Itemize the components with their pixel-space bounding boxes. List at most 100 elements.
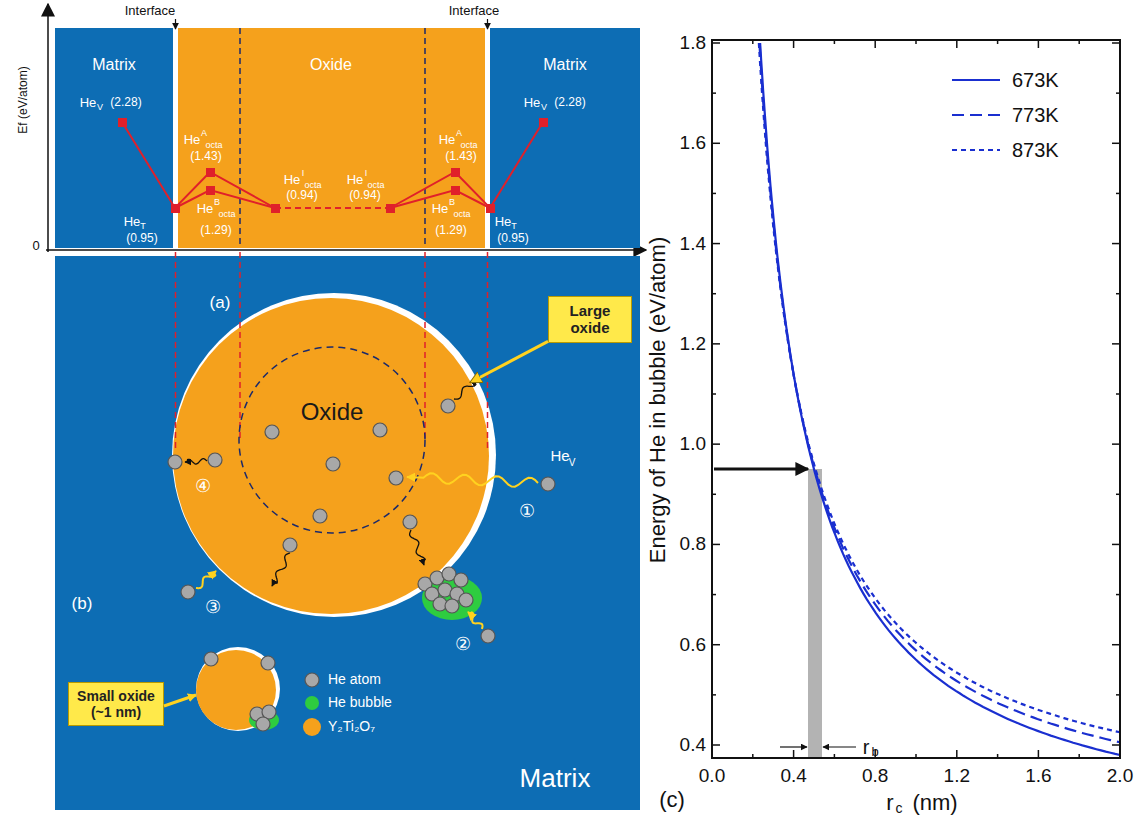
energy-level-label: T	[140, 222, 146, 232]
energy-path	[122, 122, 543, 208]
projection-lines	[176, 252, 488, 452]
label: Interface	[125, 4, 176, 18]
tick-label: 0.4	[780, 766, 806, 787]
energy-level-label: He	[495, 215, 512, 229]
he-atoms	[168, 399, 555, 643]
label: Interface	[449, 4, 500, 18]
tick-label: 1.2	[944, 766, 970, 787]
label: c	[896, 801, 903, 816]
energy-level-label: V	[541, 103, 547, 113]
energy-level-label: octa	[218, 210, 235, 220]
migration-arrows	[185, 380, 538, 629]
tick-label: 1.8	[680, 33, 706, 54]
label: 0	[32, 239, 39, 253]
energy-level-label: (2.28)	[110, 96, 141, 109]
legend-line	[952, 79, 1000, 81]
label: (a)	[210, 294, 231, 313]
label: (c)	[659, 788, 685, 812]
x-axis	[46, 249, 646, 251]
node-title: Small oxide (~1 nm)	[75, 688, 157, 720]
legend-text: 873K	[1012, 139, 1059, 161]
particle-outline	[170, 292, 500, 622]
energy-level-label: He	[284, 173, 301, 187]
label: (b)	[72, 595, 93, 614]
callout-number: ④	[195, 477, 211, 497]
rb-band	[808, 469, 822, 758]
energy-level-label: A	[456, 129, 462, 139]
inner-region	[239, 347, 425, 533]
tick-label: 2.0	[1107, 766, 1133, 787]
energy-level-label: (0.95)	[126, 232, 157, 245]
energy-level-label: (1.29)	[200, 224, 231, 237]
tick-label: 0.6	[680, 634, 706, 655]
energy-arrow	[714, 468, 808, 471]
node-title: Matrix	[92, 56, 136, 74]
callout-arrow	[164, 695, 196, 706]
energy-level	[118, 118, 548, 213]
callout-box: Small oxide (~1 nm)	[68, 682, 164, 726]
callout-box: Large oxide	[548, 296, 632, 343]
tick-label: 0.8	[862, 766, 888, 787]
energy-level-label: octa	[453, 210, 470, 220]
interface-arrow	[175, 19, 176, 29]
region-boundary	[239, 28, 241, 248]
matrix-band: Matrix	[490, 28, 640, 248]
tick-label: 1.6	[1025, 766, 1051, 787]
he-atoms	[204, 652, 276, 731]
tick-label: 0.8	[680, 534, 706, 555]
label: b	[871, 745, 878, 759]
he-bubble	[249, 710, 279, 730]
tick-label: 1.0	[680, 434, 706, 455]
energy-level-label: T	[511, 222, 517, 232]
axis-ticks	[712, 40, 1120, 758]
tick-label: 1.2	[680, 333, 706, 354]
large-oxide-particle: Oxide	[170, 292, 500, 622]
plot-frame	[712, 40, 1120, 758]
energy-level-label: (1.29)	[435, 224, 466, 237]
rb-arrow	[823, 746, 856, 747]
energy-level-label: I	[365, 169, 368, 179]
tick-label: 1.6	[680, 133, 706, 154]
energy-level-label: V	[97, 103, 103, 113]
node-title: Matrix	[520, 764, 591, 793]
energy-level-label: He	[432, 202, 449, 216]
energy-level-label: (0.95)	[497, 232, 528, 245]
legend-text: Y₂Ti₂O₇	[328, 719, 375, 734]
energy-level-label: (1.43)	[445, 150, 476, 163]
label: r	[863, 736, 870, 758]
energy-level-label: (1.43)	[190, 150, 221, 163]
axis-title: Energy of He in bubble (eV/atom)	[646, 237, 670, 564]
energy-level-label: (0.94)	[349, 189, 380, 202]
legend-swatches	[303, 673, 321, 736]
energy-level-label: He	[197, 202, 214, 216]
rb-arrow	[780, 746, 807, 747]
label: He	[550, 448, 569, 465]
callout-number: ②	[455, 635, 471, 655]
energy-level-label: He	[524, 96, 541, 110]
legend-text: He bubble	[328, 695, 392, 710]
region-boundary	[424, 28, 426, 248]
energy-level-label: (0.94)	[286, 189, 317, 202]
tick-label: 0.4	[680, 735, 706, 756]
legend-swatch	[305, 673, 319, 687]
energy-level-label: He	[124, 215, 141, 229]
y-axis	[47, 4, 49, 252]
legend-swatch	[305, 696, 319, 710]
node-title: Oxide	[310, 56, 352, 74]
axis-title: Ef (eV/atom)	[17, 66, 30, 133]
energy-curves	[759, 43, 1120, 755]
legend-text: 673K	[1012, 69, 1059, 91]
callout-arrow	[471, 341, 548, 382]
he-bubble	[422, 576, 482, 620]
label: r	[886, 791, 893, 815]
legend-line	[952, 114, 1000, 116]
tick-label: 1.4	[680, 233, 706, 254]
interface-arrow	[487, 19, 488, 29]
energy-level-label: He	[347, 173, 364, 187]
label: (nm)	[912, 791, 957, 815]
legend-text: He atom	[328, 672, 381, 687]
callout-number: ①	[519, 502, 535, 522]
label: V	[569, 457, 576, 468]
energy-level-label: B	[449, 198, 455, 208]
energy-level-label: A	[201, 129, 207, 139]
